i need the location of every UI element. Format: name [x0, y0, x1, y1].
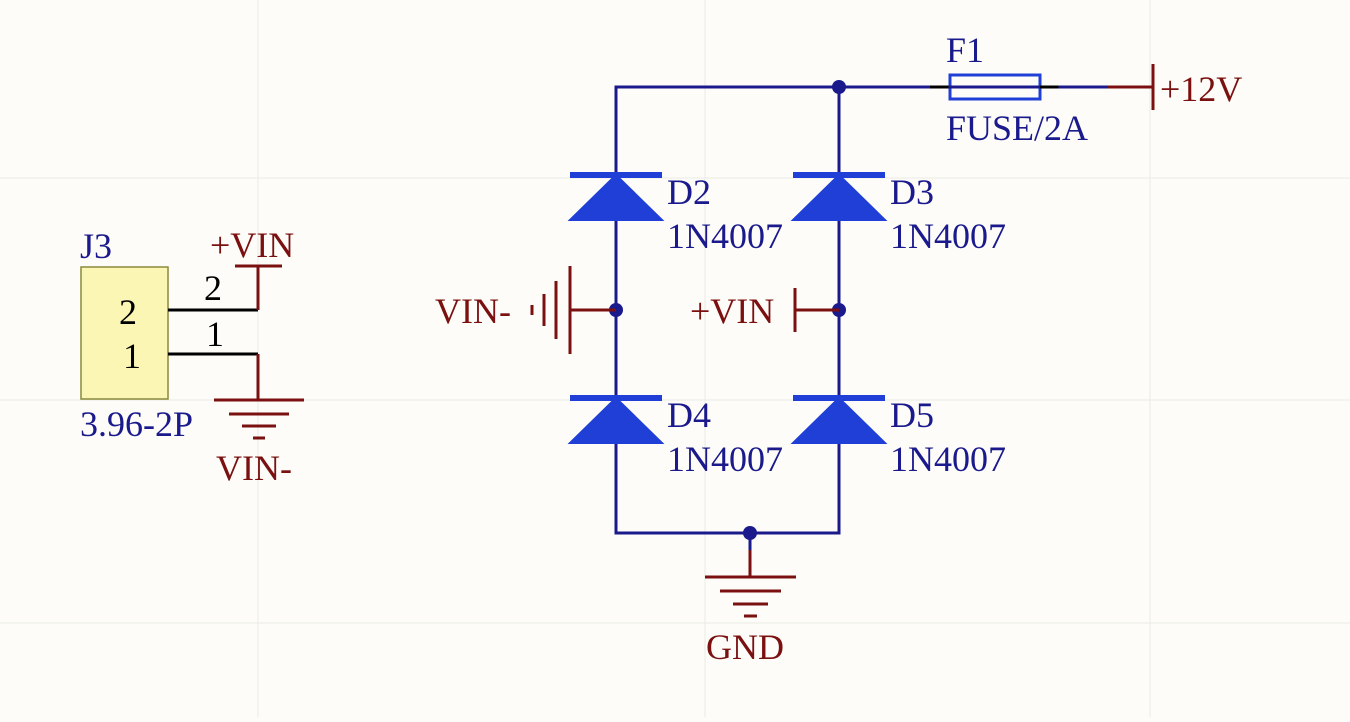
power-port-12v[interactable]: +12V [1108, 64, 1242, 110]
diode-d5[interactable]: D5 1N4007 [790, 395, 1006, 479]
gnd-label: GND [706, 627, 784, 667]
diode-d3[interactable]: D3 1N4007 [790, 172, 1006, 256]
diode-d4-part: 1N4007 [667, 439, 783, 479]
diode-d3-designator: D3 [890, 172, 934, 212]
diode-d3-part: 1N4007 [890, 216, 1006, 256]
connector-pin-2-label: 2 [204, 268, 222, 308]
connector-pin-1-label: 1 [206, 314, 224, 354]
diode-d2-designator: D2 [667, 172, 711, 212]
power-port-gnd[interactable]: GND [705, 550, 796, 667]
power-port-vin-plus-bridge[interactable]: +VIN [690, 288, 839, 332]
connector-body [80, 266, 169, 400]
vin-plus-bridge-label: +VIN [690, 291, 774, 331]
diode-d2-part: 1N4007 [667, 216, 783, 256]
power-port-vin-minus-bridge[interactable]: VIN- [435, 266, 616, 354]
diode-d5-designator: D5 [890, 395, 934, 435]
connector-j3[interactable]: J3 3.96-2P 2 1 2 1 [80, 226, 258, 444]
output-12v-label: +12V [1160, 69, 1242, 109]
junction-top [832, 80, 846, 94]
fuse-designator: F1 [946, 30, 984, 70]
connector-pin-2-number: 2 [119, 292, 137, 332]
vin-minus-connector-label: VIN- [216, 448, 292, 488]
diode-d2[interactable]: D2 1N4007 [567, 172, 783, 256]
connector-footprint: 3.96-2P [80, 404, 193, 444]
connector-pin-1-number: 1 [123, 336, 141, 376]
bridge-wires [614, 85, 932, 579]
diode-d5-part: 1N4007 [890, 439, 1006, 479]
vin-minus-bridge-label: VIN- [435, 291, 511, 331]
diode-d4[interactable]: D4 1N4007 [567, 395, 783, 479]
power-port-vin-minus-connector[interactable]: VIN- [214, 354, 304, 488]
fuse-f1[interactable]: F1 FUSE/2A [930, 30, 1110, 148]
fuse-value: FUSE/2A [946, 108, 1088, 148]
connector-designator: J3 [80, 226, 112, 266]
power-port-vin-plus-connector[interactable]: +VIN [210, 225, 294, 310]
vin-plus-connector-label: +VIN [210, 225, 294, 265]
junction-bottom [743, 526, 757, 540]
diode-d4-designator: D4 [667, 395, 711, 435]
